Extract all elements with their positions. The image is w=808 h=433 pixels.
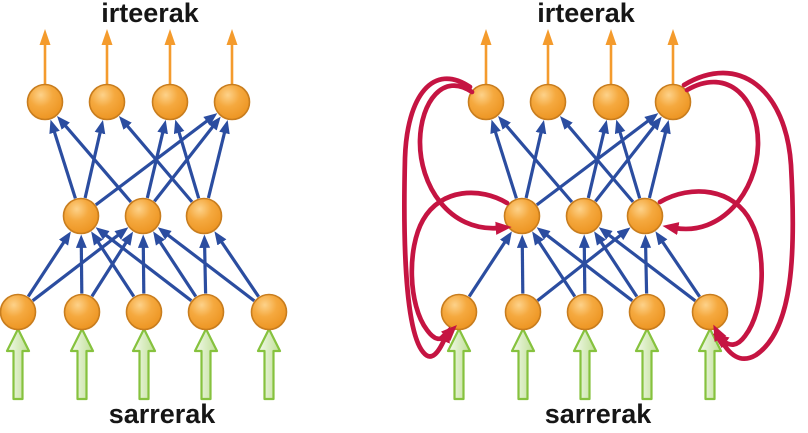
input-block-arrow-icon-3 — [572, 327, 598, 401]
connection-hidden1-output2 — [524, 120, 547, 199]
input-block-arrow-icon-1 — [5, 327, 31, 401]
input-node-4 — [628, 293, 666, 331]
hidden-node-3 — [185, 197, 223, 235]
connection-hidden1-output1 — [49, 119, 77, 199]
left-inputs-label: sarrerak — [108, 399, 216, 429]
connection-input3-hidden1 — [91, 231, 136, 298]
connection-input5-hidden3 — [655, 231, 701, 298]
input-block-arrow-icon-5 — [697, 327, 723, 401]
output-node-2 — [88, 83, 126, 121]
connection-input3-hidden2 — [578, 234, 590, 294]
hidden-node-1 — [62, 197, 100, 235]
hidden-node-2 — [565, 197, 603, 235]
input-block-arrow-icon-3 — [131, 327, 157, 401]
hidden-node-1 — [503, 197, 541, 235]
connection-hidden2-output1 — [498, 115, 574, 204]
connection-input5-hidden2 — [157, 227, 256, 303]
input-node-3 — [566, 293, 604, 331]
connection-input3-hidden2 — [137, 234, 149, 294]
output-node-4 — [213, 83, 251, 121]
connection-input1-hidden2 — [31, 227, 129, 302]
left-outputs-label: irteerak — [101, 0, 199, 28]
hidden-node-2 — [124, 197, 162, 235]
input-node-3 — [125, 293, 163, 331]
output-node-2 — [529, 83, 567, 121]
output-arrowhead-icon-3 — [605, 29, 617, 45]
input-node-1 — [440, 293, 478, 331]
connection-hidden2-output3 — [145, 119, 168, 199]
diagram-feedforward — [0, 29, 288, 401]
input-block-arrow-icon-4 — [193, 327, 219, 401]
feedback-curve-icon-output-1-to-input-1 — [402, 76, 473, 359]
connection-input2-hidden1 — [75, 234, 87, 294]
output-node-3 — [151, 83, 189, 121]
connection-hidden1-output1 — [490, 119, 518, 199]
input-node-5 — [691, 293, 729, 331]
connection-hidden1-output4 — [94, 113, 218, 207]
connection-input4-hidden1 — [536, 227, 634, 302]
output-node-4 — [654, 83, 692, 121]
connection-hidden3-output4 — [206, 119, 230, 199]
input-node-2 — [63, 293, 101, 331]
connection-hidden2-output4 — [153, 116, 221, 203]
input-block-arrow-icon-5 — [256, 327, 282, 401]
connection-hidden3-output2 — [118, 116, 194, 203]
connection-input5-hidden3 — [214, 231, 260, 298]
input-node-5 — [250, 293, 288, 331]
hidden-node-3 — [626, 197, 664, 235]
input-node-2 — [504, 293, 542, 331]
connection-hidden2-output1 — [57, 115, 133, 204]
connection-hidden3-output3 — [173, 119, 201, 199]
output-arrowhead-icon-1 — [39, 29, 51, 45]
connection-input4-hidden3 — [199, 234, 211, 294]
connection-hidden3-output2 — [559, 116, 635, 203]
feedback-curve-icon-output-4-to-input-5 — [681, 70, 796, 361]
connection-hidden2-output3 — [586, 119, 609, 199]
right-inputs-label: sarrerak — [544, 399, 652, 429]
output-arrowhead-icon-4 — [226, 29, 238, 45]
connection-hidden1-output2 — [83, 120, 106, 199]
connection-input2-hidden3 — [536, 227, 631, 302]
connection-input4-hidden2 — [153, 231, 198, 298]
feedback-curve-icon-output-1-to-hidden-1 — [417, 83, 512, 235]
feedback-curve-icon-hidden-3-to-input-5 — [657, 189, 764, 349]
connection-input4-hidden2 — [594, 231, 639, 298]
connection-hidden3-output3 — [614, 119, 642, 199]
output-node-3 — [592, 83, 630, 121]
input-node-1 — [0, 293, 37, 331]
connection-input4-hidden3 — [640, 234, 652, 294]
input-block-arrow-icon-2 — [510, 327, 536, 401]
connection-input2-hidden1 — [516, 234, 528, 294]
connection-input5-hidden2 — [598, 227, 697, 303]
feedback-curve-icon-hidden-1-to-input-1 — [409, 190, 510, 342]
output-arrowhead-icon-2 — [101, 29, 113, 45]
output-arrowhead-icon-3 — [164, 29, 176, 45]
connection-input1-hidden1 — [467, 231, 512, 298]
connection-hidden1-output4 — [535, 113, 659, 207]
connection-hidden3-output4 — [647, 119, 671, 199]
input-node-4 — [187, 293, 225, 331]
output-arrowhead-icon-1 — [480, 29, 492, 45]
input-block-arrow-icon-4 — [634, 327, 660, 401]
input-block-arrow-icon-1 — [446, 327, 472, 401]
output-arrowhead-icon-4 — [667, 29, 679, 45]
connection-hidden2-output4 — [594, 116, 662, 203]
input-block-arrow-icon-2 — [69, 327, 95, 401]
output-node-1 — [467, 83, 505, 121]
output-arrowhead-icon-2 — [542, 29, 554, 45]
connection-input2-hidden2 — [90, 231, 134, 298]
output-node-1 — [26, 83, 64, 121]
connection-input3-hidden1 — [532, 231, 577, 298]
right-outputs-label: irteerak — [537, 0, 635, 28]
connection-input1-hidden1 — [26, 231, 71, 298]
feedback-curve-icon-output-4-to-hidden-3 — [662, 79, 761, 236]
connection-input4-hidden1 — [95, 227, 193, 302]
diagram-recurrent — [402, 29, 796, 401]
